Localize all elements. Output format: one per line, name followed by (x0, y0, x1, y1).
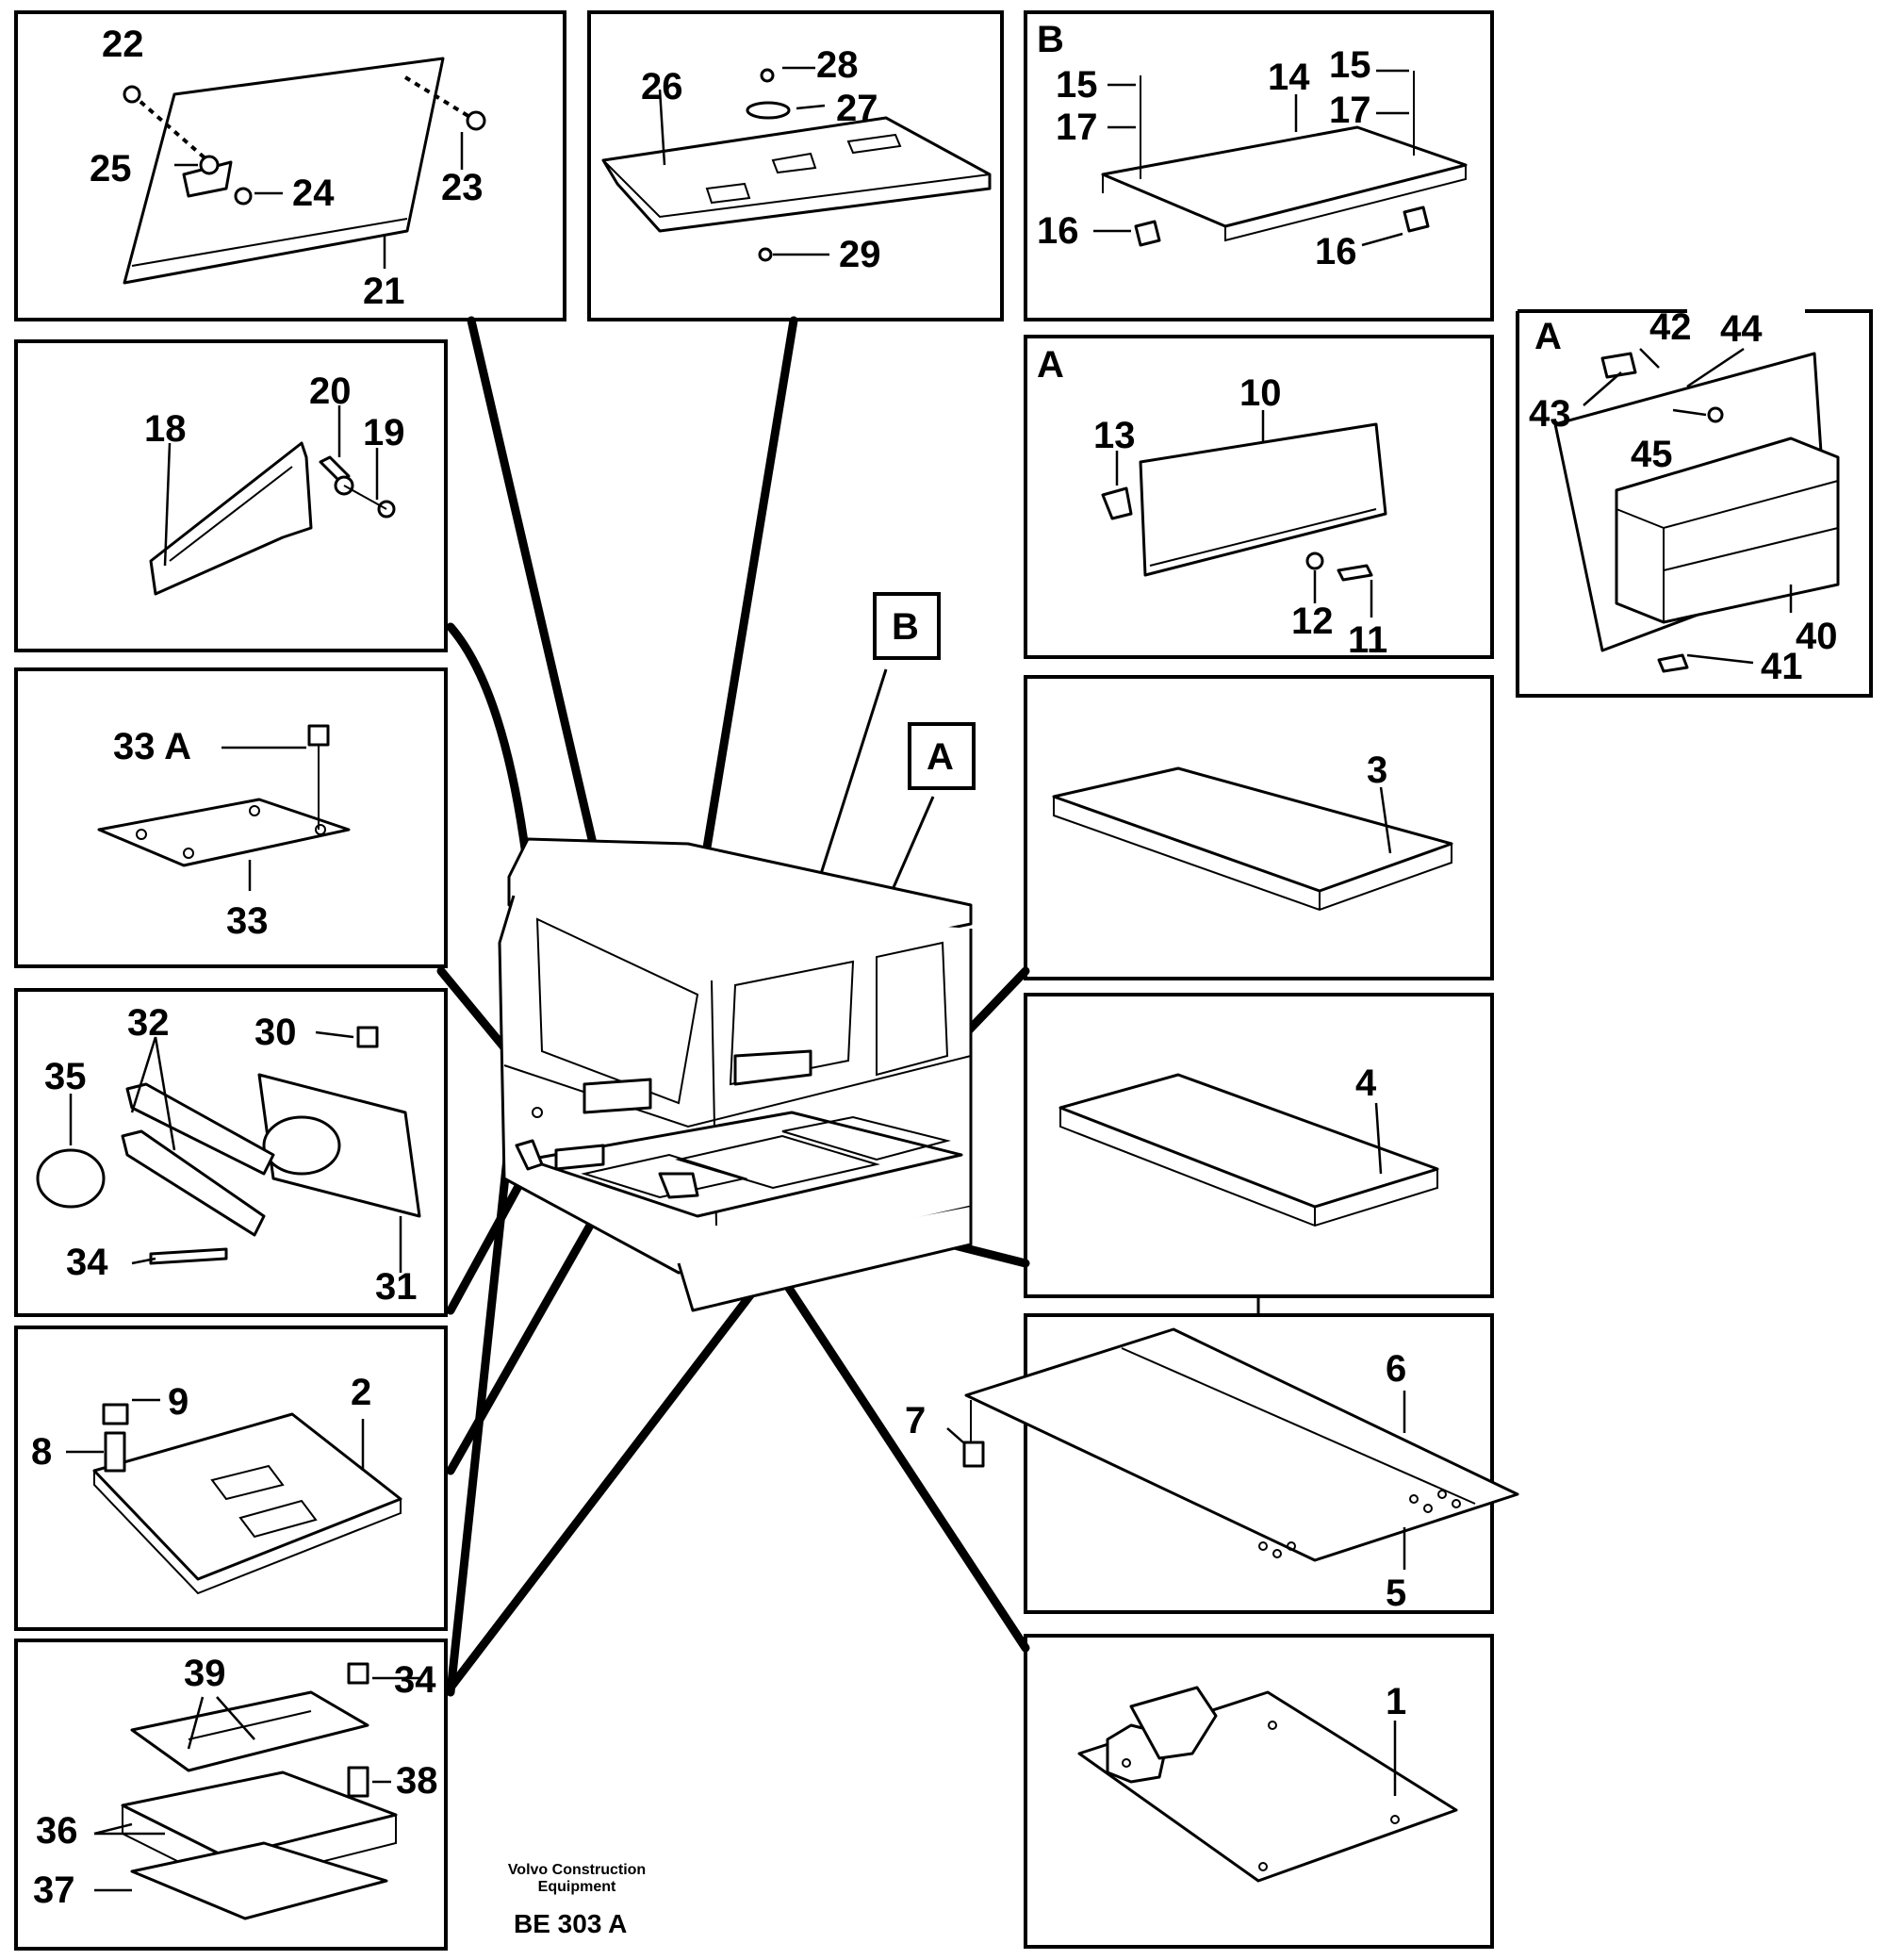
callout-13: 13 (1093, 415, 1136, 456)
panel-21: 22 25 24 23 21 (14, 10, 566, 321)
panel-marker-B: B (1037, 19, 1064, 60)
callout-10: 10 (1239, 372, 1282, 414)
callout-26: 26 (641, 66, 683, 107)
part-10-cover (1139, 422, 1387, 577)
panel-18: 18 20 19 (14, 339, 448, 652)
part-39-gasket (130, 1690, 369, 1772)
panel-3: 3 (1024, 675, 1494, 980)
callout-27: 27 (836, 88, 878, 129)
callout-17-right: 17 (1329, 90, 1371, 131)
callout-42: 42 (1649, 306, 1692, 348)
panel-35: 32 30 35 34 31 (14, 988, 448, 1317)
callout-6: 6 (1386, 1348, 1406, 1390)
callout-34-left: 34 (66, 1242, 108, 1283)
callout-20: 20 (309, 371, 352, 412)
callout-37: 37 (33, 1869, 75, 1911)
panel-A2: A 42 44 43 45 40 41 (1516, 306, 1873, 698)
callout-15-right: 15 (1329, 44, 1371, 86)
callout-16-left: 16 (1037, 210, 1079, 252)
callout-45: 45 (1631, 434, 1673, 475)
panel-6: 7 6 5 (905, 1313, 1519, 1614)
callout-16-right: 16 (1315, 231, 1357, 272)
callout-17-left: 17 (1056, 107, 1098, 148)
footer-doc-id: BE 303 A (514, 1909, 627, 1938)
part-37-frame (130, 1841, 388, 1920)
part-32-strap-upper (125, 1082, 275, 1176)
callout-30: 30 (254, 1012, 297, 1053)
callout-5: 5 (1386, 1573, 1406, 1614)
panel-2: 9 2 8 (14, 1326, 448, 1631)
callout-25: 25 (90, 148, 132, 189)
callout-33: 33 (226, 900, 269, 942)
center-marker-A-label: A (927, 736, 954, 778)
part-21-side-plate (123, 57, 445, 285)
part-33-plate (97, 798, 351, 867)
callout-32: 32 (127, 1002, 170, 1044)
callout-36: 36 (36, 1810, 78, 1852)
footer-company-line2: Equipment (538, 1879, 616, 1895)
callout-31: 31 (375, 1266, 418, 1308)
callout-39: 39 (184, 1653, 226, 1694)
panel-1: 1 (1024, 1634, 1494, 1949)
callout-38: 38 (396, 1760, 438, 1802)
callout-11: 11 (1348, 619, 1387, 661)
callout-21: 21 (363, 271, 405, 312)
footer-company-line1: Volvo Construction (508, 1862, 646, 1878)
callout-22: 22 (102, 24, 144, 65)
callout-28: 28 (816, 44, 859, 86)
callout-14: 14 (1268, 57, 1310, 98)
center-marker-A: A (908, 722, 976, 790)
part-32-strap-lower (121, 1129, 266, 1237)
callout-44: 44 (1720, 308, 1763, 350)
panel-39: 39 34 38 36 37 (14, 1639, 448, 1951)
panel-marker-A: A (1037, 344, 1064, 386)
callout-7: 7 (905, 1400, 926, 1441)
part-4-tray (1058, 1073, 1439, 1209)
callout-4: 4 (1355, 1062, 1377, 1104)
panel-marker-A2: A (1534, 316, 1562, 357)
part-6-floor-mat (964, 1327, 1519, 1562)
callout-35: 35 (44, 1056, 87, 1097)
callout-34-right: 34 (394, 1659, 436, 1701)
part-26-plate (601, 116, 992, 233)
footer: Volvo Construction Equipment BE 303 A (508, 1862, 646, 1938)
callout-41: 41 (1761, 646, 1803, 687)
callout-24: 24 (292, 173, 335, 214)
callout-8: 8 (31, 1431, 52, 1473)
part-3-tray (1052, 766, 1453, 893)
panel-4: 4 (1024, 993, 1494, 1298)
panel-A: A 13 10 12 11 (1024, 335, 1494, 661)
panel-26: 26 28 27 29 (587, 10, 1004, 321)
callout-2: 2 (351, 1372, 371, 1413)
callout-40: 40 (1796, 616, 1838, 657)
callout-18: 18 (144, 408, 187, 450)
part-18-deflector (149, 441, 313, 596)
panel-B: B 15 15 14 17 17 16 16 (1024, 10, 1494, 321)
callout-23: 23 (441, 167, 484, 208)
callout-19: 19 (363, 412, 405, 453)
callout-3: 3 (1367, 749, 1387, 791)
part-40-box (1615, 436, 1840, 624)
cab-assembly (498, 837, 973, 1312)
callout-1: 1 (1386, 1681, 1406, 1722)
callout-15-left: 15 (1056, 64, 1098, 106)
center-marker-B-label: B (892, 606, 919, 648)
callout-12: 12 (1291, 601, 1334, 642)
panel-33: 33 A 33 (14, 667, 448, 968)
callout-29: 29 (839, 234, 881, 275)
callout-33A: 33 A (113, 726, 191, 767)
center-marker-B: B (873, 592, 941, 660)
callout-43: 43 (1529, 393, 1571, 435)
part-2-plate (92, 1412, 402, 1581)
callout-9: 9 (168, 1381, 189, 1423)
